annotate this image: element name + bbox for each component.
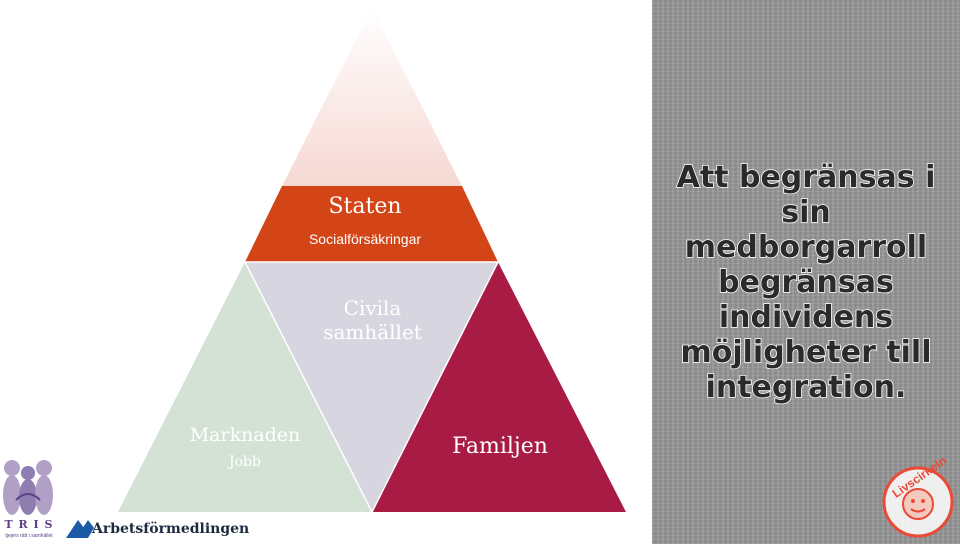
tris-logo-tagline: tjejers rätt i samhället — [5, 533, 53, 539]
top-segment-subtitle: Socialförsäkringar — [308, 231, 422, 247]
right-segment-title: Familjen — [452, 434, 548, 459]
pyramid-right-segment — [372, 262, 626, 512]
pyramid-left-segment — [118, 262, 372, 512]
pyramid-center-segment — [245, 262, 498, 512]
center-segment-label: Civila samhället — [323, 296, 422, 344]
arbetsformedlingen-logo-text: Arbetsförmedlingen — [92, 521, 250, 537]
statement-panel: Att begränsas i sin medborgarroll begrän… — [652, 0, 960, 544]
top-segment-title: Staten — [328, 194, 402, 219]
left-segment-title: Marknaden — [189, 424, 301, 446]
statement-text: Att begränsas i sin medborgarroll begrän… — [676, 159, 936, 406]
tris-logo-text: T R I S — [4, 518, 54, 531]
left-segment-subtitle: Jobb — [229, 454, 261, 470]
pyramid-top-tip — [282, 8, 462, 186]
pyramid-top-band — [245, 186, 498, 262]
livscirkeln-stamp-icon — [882, 466, 954, 538]
arbetsformedlingen-logo-icon — [66, 520, 94, 538]
tris-figures-icon — [3, 460, 53, 515]
